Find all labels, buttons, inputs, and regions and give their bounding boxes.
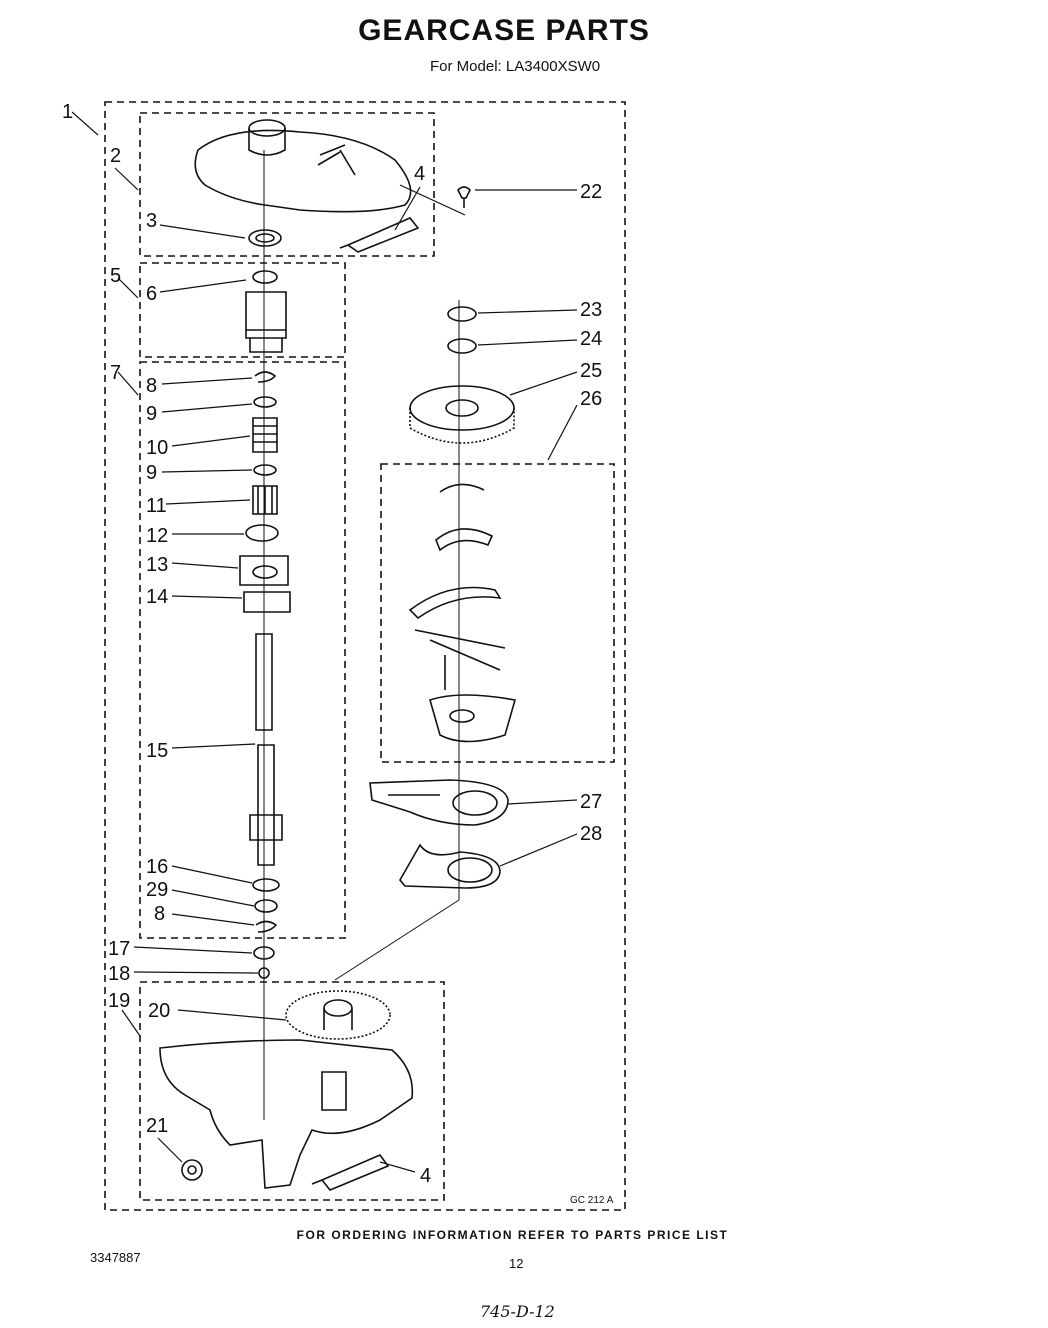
drain-plug bbox=[181, 1159, 203, 1181]
callout-10: 10 bbox=[146, 437, 168, 459]
callout-26: 26 bbox=[580, 388, 602, 410]
callout-9: 9 bbox=[146, 403, 157, 425]
callout-4b: 4 bbox=[420, 1165, 431, 1187]
callout-6: 6 bbox=[146, 283, 157, 305]
callout-labels: 1 2 3 4 5 6 7 8 9 10 9 11 12 13 14 15 16… bbox=[62, 101, 602, 1187]
dog-clutch bbox=[239, 555, 289, 586]
callout-11: 11 bbox=[146, 495, 167, 517]
callout-17: 17 bbox=[108, 938, 130, 960]
part-washer-upper bbox=[253, 396, 277, 408]
callout-9b: 9 bbox=[146, 462, 157, 484]
shift-fork-clutch bbox=[243, 591, 291, 613]
callout-15: 15 bbox=[146, 740, 168, 762]
main-gear bbox=[409, 385, 515, 444]
page-title: GEARCASE PARTS bbox=[358, 14, 650, 47]
callout-8: 8 bbox=[146, 375, 157, 397]
callout-29: 29 bbox=[146, 879, 168, 901]
grease-tube-bottom bbox=[311, 1154, 390, 1191]
callout-18: 18 bbox=[108, 963, 130, 985]
callout-21: 21 bbox=[146, 1115, 168, 1137]
grease-tube-top bbox=[339, 217, 420, 253]
callout-14: 14 bbox=[146, 586, 168, 608]
callout-20: 20 bbox=[148, 1000, 170, 1022]
model-number: LA3400XSW0 bbox=[505, 58, 601, 75]
seal-cap bbox=[253, 946, 275, 960]
part-washer bbox=[252, 270, 278, 284]
callout-28: 28 bbox=[580, 823, 602, 845]
callout-22: 22 bbox=[580, 181, 602, 203]
part-washer-lower bbox=[253, 464, 277, 476]
callout-7: 7 bbox=[110, 362, 121, 384]
callout-13: 13 bbox=[146, 554, 168, 576]
snap-ring bbox=[447, 306, 477, 322]
group-box-gearcase bbox=[139, 981, 445, 1201]
callout-27: 27 bbox=[580, 791, 602, 813]
spring bbox=[252, 417, 278, 453]
callout-16: 16 bbox=[146, 856, 168, 878]
document-number: 3347887 bbox=[90, 1250, 141, 1265]
ball bbox=[258, 967, 270, 979]
bearing-washer bbox=[252, 878, 280, 892]
spacer-washer bbox=[447, 338, 477, 354]
model-line: For Model: LA3400XSW0 bbox=[430, 58, 600, 75]
assembly-frame bbox=[104, 101, 626, 1211]
drive-gear-small bbox=[252, 485, 278, 515]
o-ring bbox=[254, 899, 278, 913]
callout-8b: 8 bbox=[154, 903, 165, 925]
model-label: For Model: bbox=[430, 58, 502, 75]
callout-25: 25 bbox=[580, 360, 602, 382]
handwritten-note: 745-D-12 bbox=[480, 1302, 555, 1321]
shift-cam bbox=[369, 779, 509, 826]
page-number: 12 bbox=[509, 1256, 524, 1271]
retaining-ring-lower bbox=[255, 920, 278, 933]
pinion-gear bbox=[245, 291, 287, 339]
clip-upper bbox=[439, 483, 485, 493]
group-box-shift-assembly bbox=[380, 463, 615, 763]
gearcase-body bbox=[159, 990, 414, 1189]
callout-3: 3 bbox=[146, 210, 157, 232]
shift-plate bbox=[429, 694, 517, 743]
callout-23: 23 bbox=[580, 299, 602, 321]
callout-5: 5 bbox=[110, 265, 121, 287]
agitator-shaft-upper bbox=[255, 633, 273, 731]
callout-2: 2 bbox=[110, 145, 121, 167]
callout-4: 4 bbox=[414, 163, 425, 185]
group-box-agitator-shaft bbox=[139, 361, 346, 939]
callout-19: 19 bbox=[108, 990, 130, 1012]
leader-lines bbox=[71, 111, 578, 1173]
clip-lower bbox=[435, 528, 494, 552]
agitator-shaft-lower bbox=[257, 744, 275, 866]
drawing-code: GC 212 A bbox=[570, 1195, 614, 1206]
group-box-cover bbox=[139, 112, 435, 257]
group-box-pinion bbox=[139, 262, 346, 358]
part-seal bbox=[248, 229, 282, 247]
callout-24: 24 bbox=[580, 328, 602, 350]
gearcase-cover bbox=[194, 119, 412, 213]
ordering-info: FOR ORDERING INFORMATION REFER TO PARTS … bbox=[296, 1228, 729, 1242]
callout-1: 1 bbox=[62, 101, 73, 123]
shift-lever-arc bbox=[408, 586, 502, 620]
cover-screw bbox=[457, 186, 471, 208]
retaining-ring bbox=[254, 371, 277, 383]
shift-fork-plate bbox=[399, 843, 501, 889]
thrust-washer bbox=[245, 524, 279, 542]
callout-12: 12 bbox=[146, 525, 168, 547]
